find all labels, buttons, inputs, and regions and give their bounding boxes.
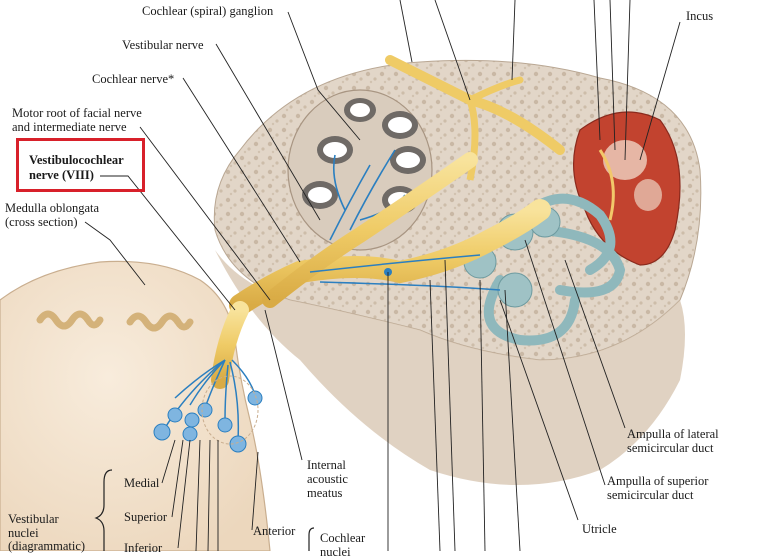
- cochlear-brace: [308, 527, 315, 551]
- label-inferior: Inferior: [124, 541, 163, 555]
- label-vestibular-nuclei-3: (diagrammatic): [8, 539, 86, 553]
- label-cochlear-ganglion: Cochlear (spiral) ganglion: [142, 4, 274, 18]
- label-vestibular-nuclei-2: nuclei: [8, 526, 39, 540]
- label-utricle: Utricle: [582, 522, 617, 536]
- label-motor-root-1: Motor root of facial nerve: [12, 106, 142, 120]
- label-medial: Medial: [124, 476, 160, 490]
- label-medulla-2: (cross section): [5, 215, 78, 229]
- middle-ear: [573, 111, 681, 266]
- soft-tissue: [215, 250, 685, 485]
- label-internal-meatus-3: meatus: [307, 486, 343, 500]
- label-internal-meatus-2: acoustic: [307, 472, 348, 486]
- label-internal-meatus-1: Internal: [307, 458, 346, 472]
- vestibular-brace: [94, 469, 113, 551]
- nuclei-fibers: [164, 359, 256, 441]
- label-superior: Superior: [124, 510, 168, 524]
- leader-lines: [84, 0, 681, 551]
- label-ampulla-superior-2: semicircular duct: [607, 488, 694, 502]
- medulla-gyrus-left: [36, 310, 104, 330]
- highlight-box: [16, 138, 145, 192]
- label-vestibular-nuclei-1: Vestibular: [8, 512, 59, 526]
- label-vestibular-nerve: Vestibular nerve: [122, 38, 204, 52]
- label-medulla-1: Medulla oblongata: [5, 201, 100, 215]
- label-cochlear-nuclei-1: Cochlear: [320, 531, 366, 545]
- label-motor-root-2: and intermediate nerve: [12, 120, 127, 134]
- label-incus: Incus: [686, 9, 714, 23]
- label-ampulla-lateral-1: Ampulla of lateral: [627, 427, 719, 441]
- label-anterior: Anterior: [253, 524, 296, 538]
- label-cochlear-nuclei-2: nuclei: [320, 545, 351, 559]
- label-ampulla-lateral-2: semicircular duct: [627, 441, 714, 455]
- label-vestibulocochlear-2: nerve (VIII): [29, 168, 94, 182]
- label-cochlear-nerve: Cochlear nerve*: [92, 72, 175, 86]
- nuclei: [153, 390, 263, 453]
- label-ampulla-superior-1: Ampulla of superior: [607, 474, 709, 488]
- cochlear-nuclei-region: [201, 375, 259, 445]
- label-vestibulocochlear-1: Vestibulocochlear: [29, 153, 124, 167]
- medulla-gyrus-right: [126, 312, 194, 332]
